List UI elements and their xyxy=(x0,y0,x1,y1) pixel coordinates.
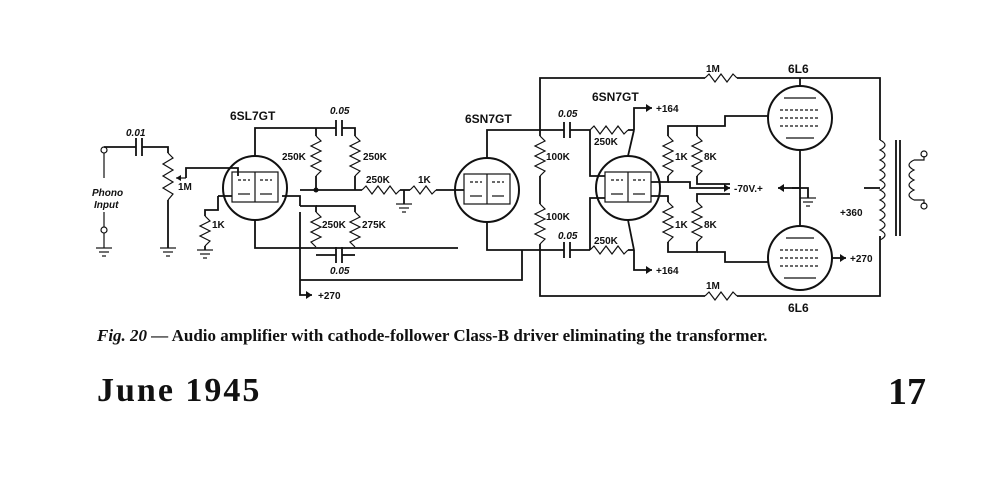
drive-cap-bottom-label: 0.05 xyxy=(558,231,578,242)
tube-v4-label: 6L6 xyxy=(788,62,809,76)
bplus-360-label: +360 xyxy=(840,208,863,219)
page-number: 17 xyxy=(888,371,926,413)
input-terminal-bottom xyxy=(100,226,108,234)
cathode-top-1k-label: 1K xyxy=(675,152,689,163)
ground-symbol-bias xyxy=(800,197,816,207)
bplus-270-low-label: +270 xyxy=(318,291,341,302)
cathode-bottom-8k-label: 8K xyxy=(704,220,718,231)
grid-resistor-top-label: 250K xyxy=(363,152,388,163)
ground-symbol-v1-cathode xyxy=(197,249,213,259)
output-transformer xyxy=(878,139,928,241)
cathode-top-8k-label: 8K xyxy=(704,152,718,163)
coupling-cap-top-label: 0.05 xyxy=(330,106,350,117)
tube-v5-label: 6L6 xyxy=(788,301,809,315)
tube-v4: 6L6 xyxy=(767,62,833,151)
bias-voltage-label: -70V.+ xyxy=(734,184,763,195)
grid-resistor-bottom-label: 275K xyxy=(362,220,387,231)
ground-symbol-mix xyxy=(396,203,412,213)
v1a-plate-resistor-label: 250K xyxy=(282,152,307,163)
input-capacitor-label: 0.01 xyxy=(126,128,146,139)
bplus-164-bottom-label: +164 xyxy=(656,266,679,277)
input-label: Input xyxy=(94,200,119,211)
volume-pot-label: 1M xyxy=(178,182,192,193)
tube-v2-label: 6SN7GT xyxy=(465,112,512,126)
issue-date: June 1945 xyxy=(97,372,262,409)
v2a-plate-resistor-label: 100K xyxy=(546,152,571,163)
tube-v5: 6L6 xyxy=(767,225,833,315)
coupling-cap-bottom-label: 0.05 xyxy=(330,266,350,277)
feedback-bottom-resistor-label: 1M xyxy=(706,281,720,292)
figure-caption: Fig. 20 — Audio amplifier with cathode-f… xyxy=(97,326,977,346)
feedback-top-resistor-label: 1M xyxy=(706,64,720,75)
v3b-grid-resistor-label: 250K xyxy=(594,236,619,247)
caption-text: Audio amplifier with cathode-follower Cl… xyxy=(171,326,768,345)
tube-v2: 6SN7GT xyxy=(454,112,520,223)
bplus-164-top-label: +164 xyxy=(656,104,679,115)
phono-input-section: Phono Input 0.01 1M xyxy=(92,128,225,257)
tube-v3: 6SN7GT xyxy=(592,90,661,221)
v3a-grid-resistor-label: 250K xyxy=(594,137,619,148)
tube-v1: 6SL7GT xyxy=(222,109,288,221)
tube-v3-label: 6SN7GT xyxy=(592,90,639,104)
ground-symbol-input xyxy=(96,247,112,257)
ground-symbol-volume xyxy=(160,247,176,257)
tube-v1-label: 6SL7GT xyxy=(230,109,276,123)
mix-resistor-label: 250K xyxy=(366,175,391,186)
phono-label: Phono xyxy=(92,188,123,199)
v1b-plate-resistor-label: 250K xyxy=(322,220,347,231)
cathode-bottom-1k-label: 1K xyxy=(675,220,689,231)
grid-stop-resistor-label: 1K xyxy=(418,175,432,186)
v2b-plate-resistor-label: 100K xyxy=(546,212,571,223)
bplus-270-screen-label: +270 xyxy=(850,254,873,265)
v1-cathode-resistor-label: 1K xyxy=(212,220,226,231)
caption-number: Fig. 20 — xyxy=(97,326,169,345)
drive-cap-top-label: 0.05 xyxy=(558,109,578,120)
amplifier-schematic: Phono Input 0.01 1M 6SL7GT xyxy=(92,62,928,315)
